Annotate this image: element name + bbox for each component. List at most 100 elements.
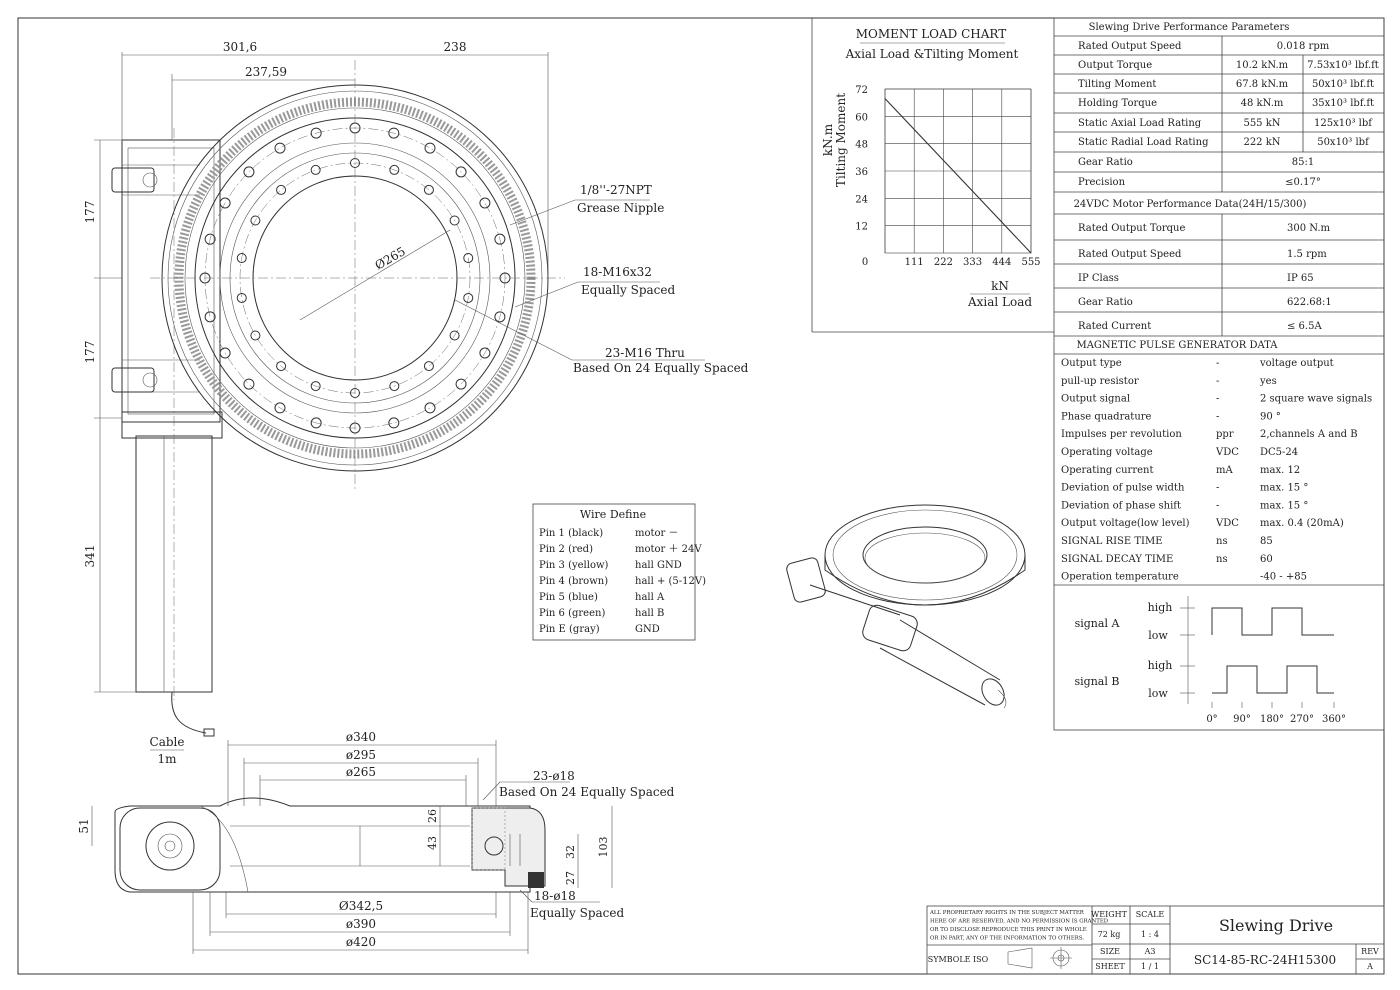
dim-238: 238 — [444, 40, 467, 54]
signal-degree-tick: 180° — [1260, 714, 1284, 725]
outer-bolt-holes — [199, 122, 511, 434]
pulse-label: Impulses per revolution — [1061, 429, 1182, 440]
inner-hole — [389, 164, 400, 175]
wire-pin: Pin 4 (brown) — [539, 576, 608, 587]
motor-label: Rated Output Torque — [1078, 223, 1185, 234]
outer-hole — [310, 417, 322, 429]
signal-b-high: high — [1148, 659, 1173, 672]
rev-value: A — [1366, 962, 1373, 971]
isometric-view — [786, 504, 1026, 709]
perf-value: 85:1 — [1292, 157, 1314, 168]
dim-295: ø295 — [346, 748, 376, 762]
outer-hole — [424, 402, 436, 414]
pulse-label: SIGNAL DECAY TIME — [1061, 554, 1173, 565]
perf-label: Static Radial Load Rating — [1078, 137, 1209, 148]
perf-value-si: 48 kN.m — [1241, 98, 1284, 109]
y-tick-label: 48 — [855, 140, 868, 151]
pulse-value: max. 15 ° — [1260, 500, 1308, 511]
weight-header: WEIGHT — [1091, 910, 1128, 919]
cable-label: Cable — [150, 735, 185, 749]
notice-line: OR IN PART, ANY OF THE INFORMATION TO OT… — [930, 936, 1084, 942]
chart-xlabel-unit: kN — [991, 279, 1009, 293]
y-tick-label: 24 — [855, 194, 868, 205]
holes-callout-1: 23-ø18 — [533, 769, 575, 783]
outer-hole — [274, 142, 286, 154]
perf-value-si: 10.2 kN.m — [1236, 60, 1289, 71]
pulse-label: Output type — [1061, 358, 1122, 369]
inner-hole — [236, 253, 247, 264]
proprietary-notice: ALL PROPRIETARY RIGHTS IN THE SUBJECT MA… — [929, 910, 1109, 942]
dim-177-top: 177 — [83, 201, 97, 224]
outer-hole — [204, 233, 216, 245]
signal-a-high: high — [1148, 601, 1173, 614]
chart-title: MOMENT LOAD CHART — [856, 27, 1007, 41]
bolt-callout-2: Equally Spaced — [581, 283, 675, 297]
pulse-unit: mA — [1216, 465, 1233, 476]
pulse-unit: - — [1216, 411, 1219, 422]
symbole-iso: SYMBOLE ISO — [928, 955, 989, 964]
wire-definition: GND — [635, 624, 660, 635]
holes18-callout-1: 18-ø18 — [534, 889, 576, 903]
dim-32: 32 — [564, 845, 577, 859]
outer-hole — [494, 311, 506, 323]
outer-hole — [219, 347, 231, 359]
pulse-unit: VDC — [1215, 518, 1239, 529]
perf-value-si: 555 kN — [1243, 118, 1280, 129]
pulse-label: pull-up resistor — [1061, 376, 1139, 387]
size-value: A3 — [1144, 947, 1156, 956]
dim-51: 51 — [77, 818, 91, 833]
x-tick-label: 555 — [1021, 257, 1040, 268]
motor-label: Rated Current — [1078, 321, 1151, 332]
pulse-value: yes — [1259, 376, 1277, 387]
perf-value-imperial: 7.53x10³ lbf.ft — [1307, 60, 1379, 71]
outer-hole — [479, 197, 491, 209]
outer-hole — [204, 311, 216, 323]
inner-hole — [310, 381, 321, 392]
inner-hole — [449, 215, 460, 226]
pulse-value: 85 — [1260, 536, 1273, 547]
outer-hole — [479, 347, 491, 359]
perf-label: Gear Ratio — [1078, 157, 1133, 168]
perf-label: Output Torque — [1078, 60, 1152, 71]
cable-length: 1m — [157, 752, 177, 766]
title-block: ALL PROPRIETARY RIGHTS IN THE SUBJECT MA… — [926, 905, 1385, 975]
wire-definition: hall B — [635, 608, 664, 619]
perf-value-imperial: 50x10³ lbf.ft — [1312, 79, 1374, 90]
bolt-callout-1: 18-M16x32 — [583, 265, 652, 279]
pulse-unit: ppr — [1216, 429, 1234, 440]
drawing-title: Slewing Drive — [1219, 916, 1333, 935]
inner-hole — [250, 330, 261, 341]
inner-hole — [310, 164, 321, 175]
wire-pin: Pin 3 (yellow) — [539, 560, 609, 571]
inner-hole — [423, 184, 434, 195]
chart-subtitle: Axial Load &Tilting Moment — [845, 47, 1019, 61]
perf-label: Rated Output Speed — [1078, 41, 1182, 52]
perf-value-si: 222 kN — [1243, 137, 1280, 148]
wire-title: Wire Define — [580, 508, 646, 521]
motor-title: 24VDC Motor Performance Data(24H/15/300) — [1074, 199, 1307, 210]
pulse-unit: ns — [1216, 554, 1228, 565]
dim-390: ø390 — [346, 917, 376, 931]
y-tick-label: 72 — [855, 85, 868, 96]
signal-diagram: signal A signal B high low high low 0°90… — [1075, 596, 1346, 725]
rev-header: REV — [1361, 947, 1379, 956]
wire-pin: Pin 5 (blue) — [539, 592, 598, 603]
x-tick-label: 111 — [905, 257, 924, 268]
notice-line: ALL PROPRIETARY RIGHTS IN THE SUBJECT MA… — [929, 910, 1085, 916]
signal-degree-tick: 360° — [1322, 714, 1346, 725]
pulse-unit: VDC — [1215, 447, 1239, 458]
x-tick-label: 333 — [963, 257, 982, 268]
thru-callout-1: 23-M16 Thru — [605, 346, 685, 360]
dim-27: 27 — [564, 871, 577, 885]
wire-pin: Pin 1 (black) — [539, 528, 603, 539]
dim-301: 301,6 — [223, 40, 257, 54]
motor-label: IP Class — [1078, 273, 1119, 284]
inner-bolt-holes — [236, 158, 474, 398]
chart-xlabel: Axial Load — [967, 295, 1032, 309]
motor-value: 1.5 rpm — [1287, 249, 1327, 260]
pulse-label: Deviation of pulse width — [1061, 483, 1185, 494]
pulse-unit: - — [1216, 483, 1219, 494]
inner-hole — [276, 361, 287, 372]
pulse-label: SIGNAL RISE TIME — [1061, 536, 1163, 547]
